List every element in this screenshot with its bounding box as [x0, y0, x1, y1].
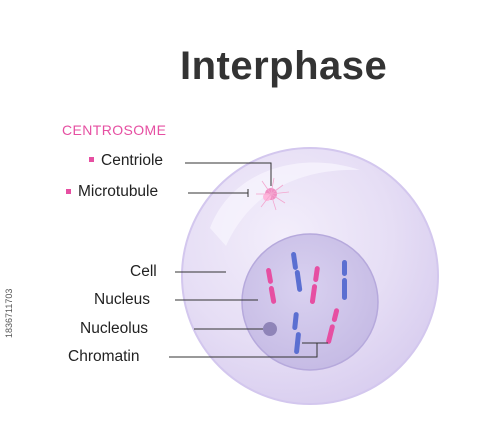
page-title: Interphase [180, 44, 388, 88]
centrosome-glow [256, 177, 290, 211]
microtubule-bullet-icon [66, 189, 71, 194]
chromatin-label: Chromatin [68, 348, 140, 365]
chromatin-pink [266, 266, 340, 344]
stock-id-text: 1836711703 [4, 288, 14, 338]
chromatin-blue [291, 251, 347, 355]
centrosome-label: CENTROSOME [62, 122, 167, 138]
centriole-bullet-icon [89, 157, 94, 162]
centriole-leader [185, 162, 272, 186]
nucleus-body [241, 233, 379, 371]
nucleolus-body [263, 322, 277, 336]
microtubule-label: Microtubule [78, 183, 159, 200]
nucleolus-label: Nucleolus [80, 320, 149, 337]
cell-label: Cell [130, 263, 157, 280]
nucleus-label: Nucleus [94, 291, 150, 308]
cell-highlight [210, 162, 360, 246]
centriole-label: Centriole [101, 152, 164, 169]
chromatin-leader [169, 343, 318, 358]
